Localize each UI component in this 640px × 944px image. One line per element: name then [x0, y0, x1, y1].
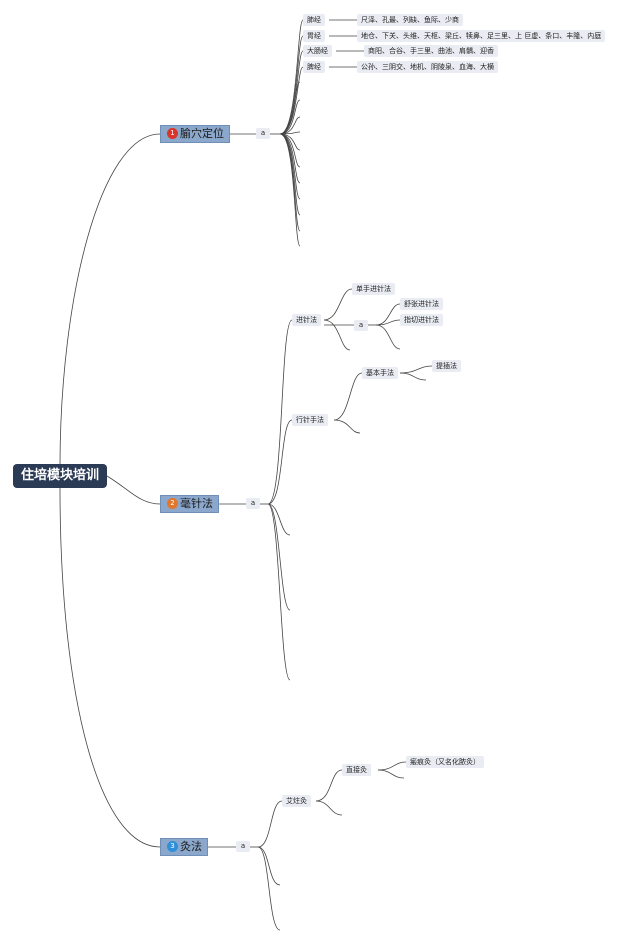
- branch-label: 毫针法: [180, 497, 213, 510]
- single-hand-insertion[interactable]: 单手进针法: [352, 283, 395, 295]
- needle-insertion-method[interactable]: 进针法: [292, 314, 321, 326]
- meridian-lung[interactable]: 肺经: [303, 14, 325, 26]
- priority-2-icon: 2: [167, 497, 178, 509]
- priority-1-icon: 1: [167, 127, 178, 139]
- meridian-large-intestine[interactable]: 大肠经: [303, 45, 332, 57]
- lifting-thrusting[interactable]: 提插法: [432, 360, 461, 372]
- hub-node[interactable]: a: [354, 320, 368, 331]
- branch-label: 灸法: [180, 840, 202, 853]
- basic-manipulation[interactable]: 基本手法: [362, 367, 398, 379]
- root-topic[interactable]: 住培模块培训: [13, 464, 107, 488]
- connector-root-branch-1: [59, 133, 161, 467]
- connector-root-branch-3: [59, 487, 161, 848]
- priority-3-icon: 3: [167, 840, 178, 852]
- acupoint-list[interactable]: 尺泽、孔最、列缺、鱼际、少商: [357, 14, 463, 26]
- branch-label: 腧穴定位: [180, 127, 224, 140]
- scarring-moxibustion[interactable]: 瘢痕灸（又名化脓灸）: [406, 756, 484, 768]
- acupoint-list[interactable]: 公孙、三阴交、地机、阴陵泉、血海、大横: [357, 61, 498, 73]
- acupoint-list[interactable]: 商阳、合谷、手三里、曲池、肩髃、迎香: [364, 45, 498, 57]
- direct-moxibustion[interactable]: 直接灸: [342, 764, 371, 776]
- needle-manipulation[interactable]: 行针手法: [292, 414, 328, 426]
- hub-node[interactable]: a: [236, 841, 250, 852]
- meridian-spleen[interactable]: 脾经: [303, 61, 325, 73]
- stretching-insertion[interactable]: 舒张进针法: [400, 298, 443, 310]
- meridian-stomach[interactable]: 胃经: [303, 30, 325, 42]
- fingernail-press-insertion[interactable]: 指切进针法: [400, 314, 443, 326]
- hub-node[interactable]: a: [246, 498, 260, 509]
- acupoint-list[interactable]: 地仓、下关、头维、天枢、梁丘、犊鼻、足三里、上 巨虚、条口、丰隆、内庭: [357, 30, 606, 42]
- hub-node[interactable]: a: [256, 128, 270, 139]
- moxa-cone-moxibustion[interactable]: 艾炷灸: [282, 795, 311, 807]
- connector-root-branch-2: [106, 475, 161, 505]
